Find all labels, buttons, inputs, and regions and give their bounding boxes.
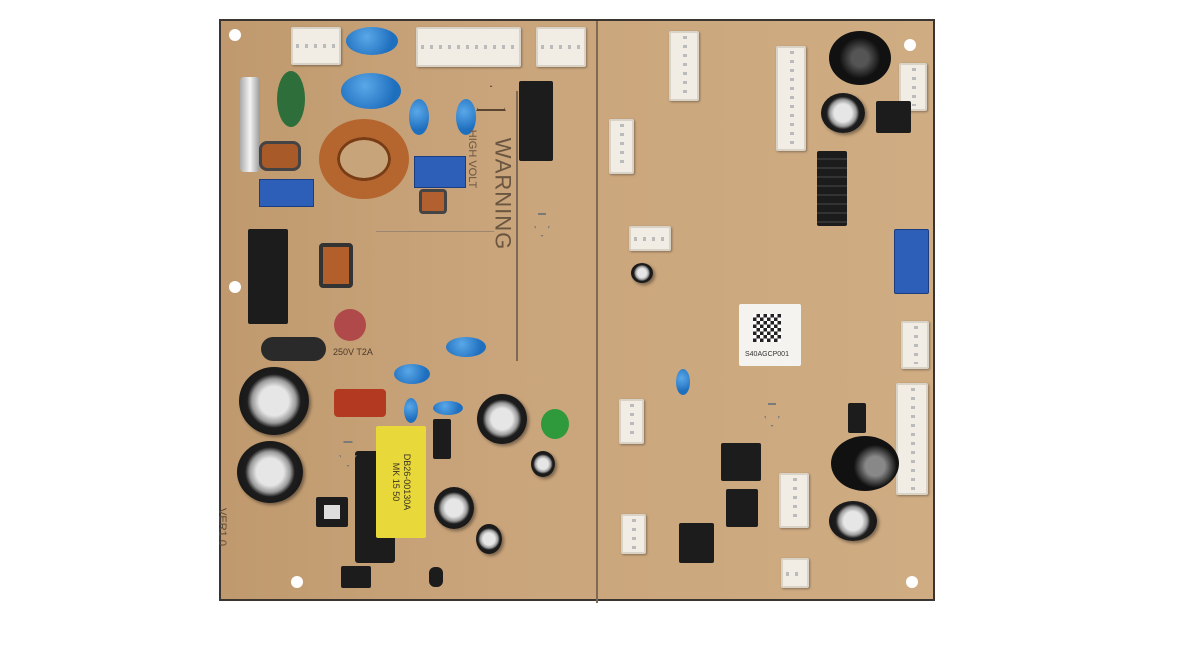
- circuit-board: DB26-00130A MK 15 50 S40AGCP001 WARNING …: [215, 19, 935, 603]
- relay: [519, 81, 553, 161]
- mount-hole: [229, 29, 241, 41]
- varistor: [277, 71, 305, 127]
- connector: [629, 226, 671, 251]
- green-capacitor: [541, 409, 569, 439]
- connector: [621, 514, 646, 554]
- ceramic-capacitor: [676, 369, 690, 395]
- transistor: [429, 567, 443, 587]
- arrow-down-icon: [764, 403, 780, 427]
- connector: [291, 27, 341, 65]
- electrolytic-capacitor: [476, 524, 502, 554]
- ceramic-capacitor: [394, 364, 430, 384]
- electrolytic-capacitor: [434, 487, 474, 529]
- connector: [901, 321, 929, 369]
- transformer-code: MK 15 50: [391, 462, 401, 502]
- ceramic-capacitor: [446, 337, 486, 357]
- ceramic-capacitor: [341, 73, 401, 109]
- electrolytic-capacitor: [239, 367, 309, 435]
- trace: [516, 91, 518, 361]
- thermistor: [334, 309, 366, 341]
- ceramic-capacitor: [404, 398, 418, 423]
- toroid-coil: [319, 119, 409, 199]
- common-mode-choke: [319, 243, 353, 288]
- connector: [609, 119, 634, 174]
- electrolytic-capacitor: [821, 93, 865, 133]
- switch: [848, 403, 866, 433]
- power-relay: [248, 229, 288, 324]
- qr-label-code: S40AGCP001: [745, 351, 789, 358]
- electrolytic-capacitor: [531, 451, 555, 477]
- electrolytic-capacitor: [631, 263, 653, 283]
- trace: [376, 231, 494, 232]
- connector: [896, 383, 928, 495]
- qr-label: S40AGCP001: [739, 304, 801, 366]
- connector: [416, 27, 521, 67]
- electrolytic-capacitor: [829, 501, 877, 541]
- connector: [619, 399, 644, 444]
- ceramic-capacitor: [409, 99, 429, 135]
- transistor: [726, 489, 758, 527]
- connector: [781, 558, 809, 588]
- regulator: [876, 101, 911, 133]
- connector: [779, 473, 809, 528]
- transformer-part-number: DB26-00130A: [402, 453, 412, 511]
- electrolytic-capacitor: [237, 441, 303, 503]
- glass-fuse: [240, 77, 260, 172]
- blue-connector: [894, 229, 929, 294]
- pwm-ic: [316, 497, 348, 527]
- warning-triangle-icon: [476, 85, 506, 111]
- electrolytic-capacitor: [831, 436, 899, 491]
- transistor: [679, 523, 714, 563]
- mount-hole: [906, 576, 918, 588]
- transformer: DB26-00130A MK 15 50: [376, 426, 426, 538]
- board-divider-trace: [596, 21, 598, 603]
- electrolytic-capacitor: [477, 394, 527, 444]
- arrow-down-icon: [534, 213, 550, 237]
- connector: [776, 46, 806, 151]
- connector: [669, 31, 699, 101]
- mount-hole: [904, 39, 916, 51]
- transistor: [721, 443, 761, 481]
- ceramic-capacitor: [433, 401, 463, 415]
- qr-code-icon: [753, 314, 781, 342]
- ceramic-capacitor: [456, 99, 476, 135]
- warning-subtext: HIGH VOLT: [466, 129, 479, 189]
- inductor-coil: [419, 189, 447, 214]
- connector: [536, 27, 586, 67]
- film-capacitor: [334, 389, 386, 417]
- x-capacitor: [414, 156, 466, 188]
- warning-text: WARNING: [490, 137, 516, 251]
- resistor: [261, 337, 326, 361]
- inductor-coil: [259, 141, 301, 171]
- mount-hole: [291, 576, 303, 588]
- x-capacitor: [259, 179, 314, 207]
- ceramic-capacitor: [346, 27, 398, 55]
- mosfet: [433, 419, 451, 459]
- version-text: VER1.0: [215, 508, 228, 546]
- ic-chip: [817, 151, 847, 226]
- fuse-rating: 250V T2A: [333, 347, 373, 357]
- mount-hole: [229, 281, 241, 293]
- electrolytic-capacitor: [829, 31, 891, 85]
- optocoupler: [341, 566, 371, 588]
